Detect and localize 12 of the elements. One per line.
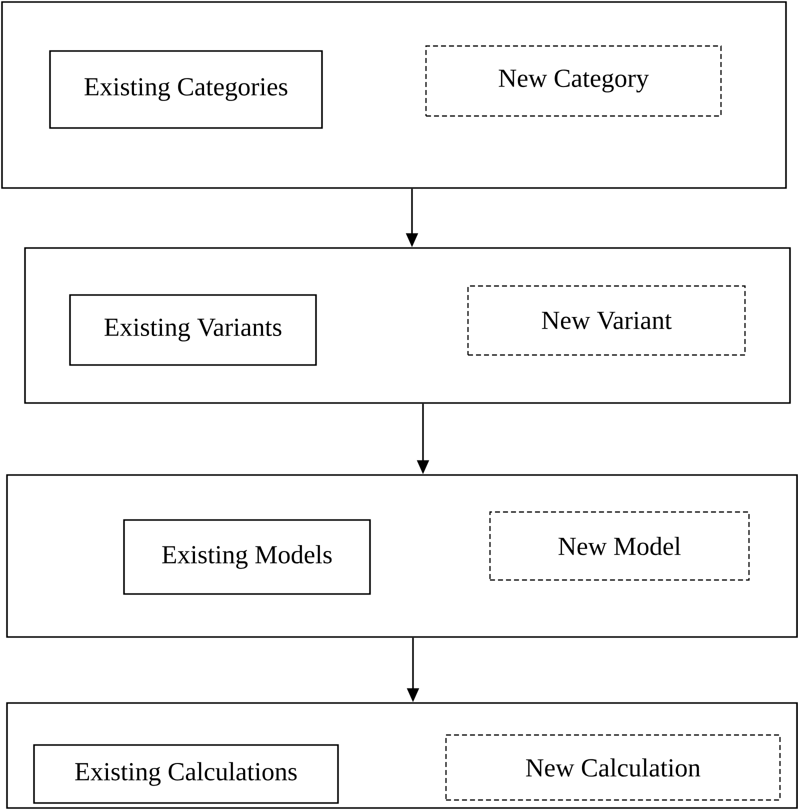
label-box: Existing Variants [69, 294, 317, 366]
label-box: Existing Models [123, 519, 371, 595]
dashed-box: New Calculation [445, 734, 781, 801]
panel-box [6, 474, 798, 638]
panel-box [1, 1, 787, 189]
label-box: Existing Categories [49, 50, 323, 129]
dashed-box: New Variant [467, 285, 746, 356]
label-box: Existing Calculations [33, 744, 339, 804]
dashed-box: New Model [489, 511, 750, 581]
panel-box [24, 247, 791, 404]
panel-box [6, 702, 798, 809]
dashed-box: New Category [425, 45, 722, 117]
